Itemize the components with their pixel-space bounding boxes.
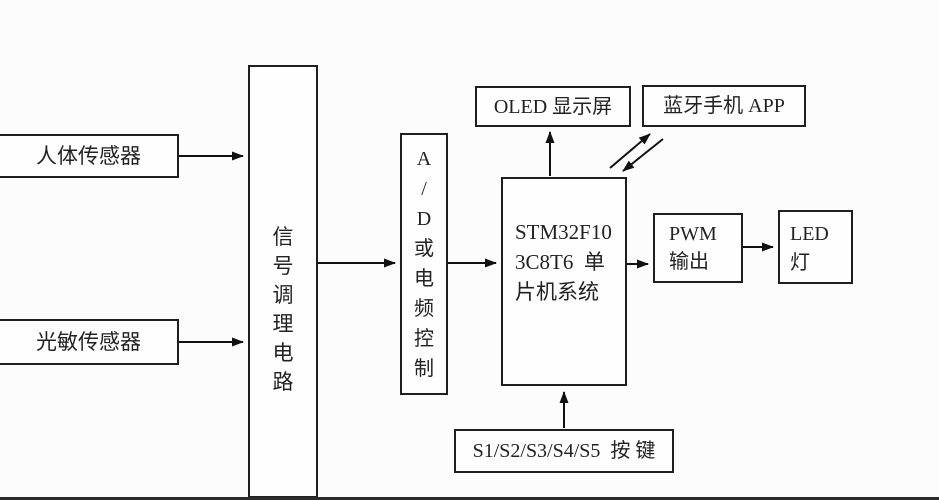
arrow-bluetooth-to-mcu <box>622 138 664 172</box>
node-stm32-mcu-system: STM32F10 3C8T6 单 片机系统 <box>501 177 627 386</box>
node-light-sensor: 光敏传感器 <box>0 319 179 365</box>
node-pwm-output: PWM 输出 <box>653 213 743 283</box>
bottom-edge-bar <box>0 497 939 500</box>
node-signal-conditioning-circuit: 信 号 调 理 电 路 <box>248 65 318 498</box>
node-led-light: LED 灯 <box>778 210 853 284</box>
node-human-body-sensor: 人体传感器 <box>0 134 179 178</box>
arrow-mcu-to-bluetooth <box>609 133 651 169</box>
node-keys-s1-s5: S1/S2/S3/S4/S5 按 键 <box>454 429 674 473</box>
node-ad-or-frequency-control: A / D 或 电 频 控 制 <box>400 133 448 395</box>
node-bluetooth-phone-app: 蓝牙手机 APP <box>642 85 806 127</box>
node-oled-display: OLED 显示屏 <box>475 86 631 127</box>
